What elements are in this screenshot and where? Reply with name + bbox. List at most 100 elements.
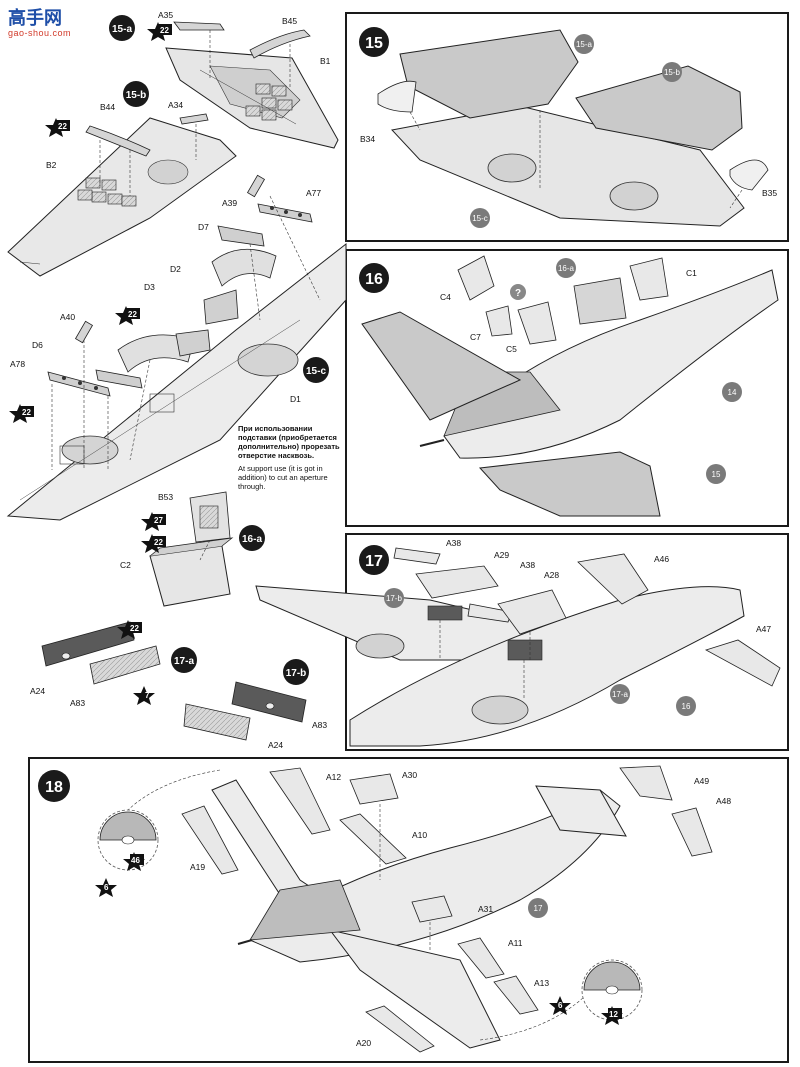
step16-canopy-c1 (629, 257, 669, 301)
part-d3 (117, 329, 211, 373)
svg-text:15-a: 15-a (576, 40, 593, 49)
step15-wing-15a (399, 29, 579, 119)
wing-upper-left-b2 (7, 117, 237, 277)
label-a13: A13 (534, 978, 549, 988)
svg-text:16-a: 16-a (558, 264, 575, 273)
step-17b-marker-left: 17-b (283, 659, 309, 685)
wing-lower-d1 (6, 242, 347, 521)
label-a28: A28 (544, 570, 559, 580)
part-d6 (95, 369, 143, 389)
label-a12: A12 (326, 772, 341, 782)
step18-part-a10 (339, 813, 407, 865)
step17-part-a46 (577, 553, 649, 605)
label-a83-left: A83 (70, 698, 85, 708)
star-22-d: 22 (9, 404, 34, 423)
label-a35: A35 (158, 10, 173, 20)
ref-16a: 16-a (556, 258, 576, 278)
part-a77 (257, 203, 313, 223)
step18-part-a20 (365, 1005, 435, 1053)
step18-part-a11 (457, 937, 505, 979)
svg-text:17-a: 17-a (174, 656, 194, 667)
support-note-en: At support use (it is got in addition) t… (238, 464, 328, 491)
step-17a-marker-left: 17-a (171, 647, 197, 673)
label-a47: A47 (756, 624, 771, 634)
svg-text:22: 22 (130, 624, 139, 633)
step15-part-b34 (377, 80, 417, 113)
part-b44 (85, 125, 151, 157)
label-a48: A48 (716, 796, 731, 806)
step16-canopy-c7 (485, 305, 513, 337)
label-b34: B34 (360, 134, 375, 144)
star-6-right: 6 (549, 996, 571, 1015)
step-15b-marker: 15-b (123, 81, 149, 107)
part-a40 (74, 320, 94, 344)
step-17-marker: 17 (359, 545, 389, 575)
step-15c-marker: 15-c (303, 357, 329, 383)
label-a10: A10 (412, 830, 427, 840)
svg-text:15-b: 15-b (664, 68, 681, 77)
step16-canopy-c5 (517, 301, 557, 345)
part-d7 (217, 225, 265, 247)
svg-text:17-b: 17-b (286, 668, 307, 679)
step16-canopy-16a (573, 277, 627, 325)
part-a39 (246, 174, 266, 198)
label-c4: C4 (440, 292, 451, 302)
label-a77: A77 (306, 188, 321, 198)
svg-text:16: 16 (365, 271, 383, 288)
ref-15b: 15-b (662, 62, 682, 82)
label-a19: A19 (190, 862, 205, 872)
step18-part-a19 (181, 805, 239, 875)
svg-text:22: 22 (22, 408, 31, 417)
ref-16: 16 (676, 696, 696, 716)
wing-upper-right-b1 (165, 47, 339, 149)
step18-part-a30 (349, 773, 399, 805)
step18-part-a31 (411, 895, 453, 923)
label-a39: A39 (222, 198, 237, 208)
ref-17b: 17-b (384, 588, 404, 608)
step-15-marker: 15 (359, 27, 389, 57)
svg-text:14: 14 (728, 388, 737, 397)
svg-text:6: 6 (104, 883, 109, 892)
label-d3: D3 (144, 282, 155, 292)
label-a49: A49 (694, 776, 709, 786)
question-icon: ? (510, 284, 526, 300)
site-logo-url: gao-shou.com (8, 28, 72, 38)
svg-text:17-b: 17-b (386, 594, 403, 603)
svg-text:15-c: 15-c (472, 214, 488, 223)
svg-text:15-a: 15-a (112, 24, 132, 35)
label-b1: B1 (320, 56, 331, 66)
step-16-marker: 16 (359, 263, 389, 293)
svg-text:15: 15 (712, 470, 721, 479)
step17-radiator-a (507, 639, 543, 661)
part-a34 (179, 113, 209, 125)
label-a30: A30 (402, 770, 417, 780)
label-a24-left: A24 (30, 686, 45, 696)
label-a46: A46 (654, 554, 669, 564)
step16-canopy-c4 (457, 255, 495, 301)
svg-text:15-c: 15-c (306, 366, 326, 377)
svg-text:7: 7 (145, 691, 150, 700)
label-c5: C5 (506, 344, 517, 354)
step15-lower-wing (391, 105, 745, 227)
label-a34: A34 (168, 100, 183, 110)
svg-text:16: 16 (682, 702, 691, 711)
ref-17a: 17-a (610, 684, 630, 704)
label-b35: B35 (762, 188, 777, 198)
label-a40: A40 (60, 312, 75, 322)
label-a38-b: A38 (520, 560, 535, 570)
step16-wing-left (361, 311, 522, 421)
svg-text:22: 22 (128, 310, 137, 319)
star-7: 7 (133, 686, 155, 705)
detail-circle-right (581, 959, 643, 1021)
label-d6: D6 (32, 340, 43, 350)
step17-part-a38a (393, 547, 441, 565)
svg-text:46: 46 (131, 856, 140, 865)
site-logo: 高手网 gao-shou.com (6, 4, 96, 38)
step15-wing-15b (575, 65, 743, 151)
label-a78: A78 (10, 359, 25, 369)
label-a38-a: A38 (446, 538, 461, 548)
svg-text:27: 27 (154, 516, 163, 525)
label-d1: D1 (290, 394, 301, 404)
ref-15c: 15-c (470, 208, 490, 228)
step-16a-marker-left: 16-a (239, 525, 265, 551)
